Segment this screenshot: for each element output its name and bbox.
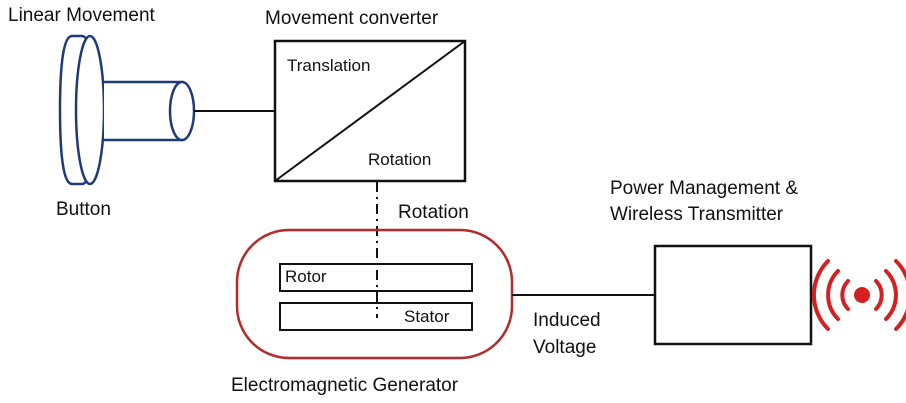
induced-voltage-label-line2: Voltage bbox=[533, 337, 597, 358]
rotation-outer-label: Rotation bbox=[398, 202, 469, 223]
linear-movement-label: Linear Movement bbox=[8, 5, 155, 26]
induced-voltage-label-line1: Induced bbox=[533, 310, 601, 331]
power-management-label-line2: Wireless Transmitter bbox=[610, 204, 784, 225]
converter-diagonal bbox=[274, 40, 466, 182]
power-management-box bbox=[653, 244, 813, 346]
translation-label: Translation bbox=[287, 56, 371, 75]
power-management-label-line1: Power Management & bbox=[610, 178, 798, 199]
stator-box bbox=[279, 302, 473, 331]
rotor-label: Rotor bbox=[285, 267, 327, 286]
wireless-signal-icon bbox=[811, 259, 906, 331]
button-label: Button bbox=[56, 199, 111, 220]
electromagnetic-generator-label: Electromagnetic Generator bbox=[231, 375, 459, 396]
rotation-inner-label: Rotation bbox=[368, 150, 432, 169]
stator-label: Stator bbox=[404, 307, 450, 326]
movement-converter-label: Movement converter bbox=[265, 8, 439, 29]
electromagnetic-generator-box bbox=[235, 228, 514, 360]
push-button-icon bbox=[58, 34, 196, 186]
rotor-box bbox=[279, 263, 473, 292]
